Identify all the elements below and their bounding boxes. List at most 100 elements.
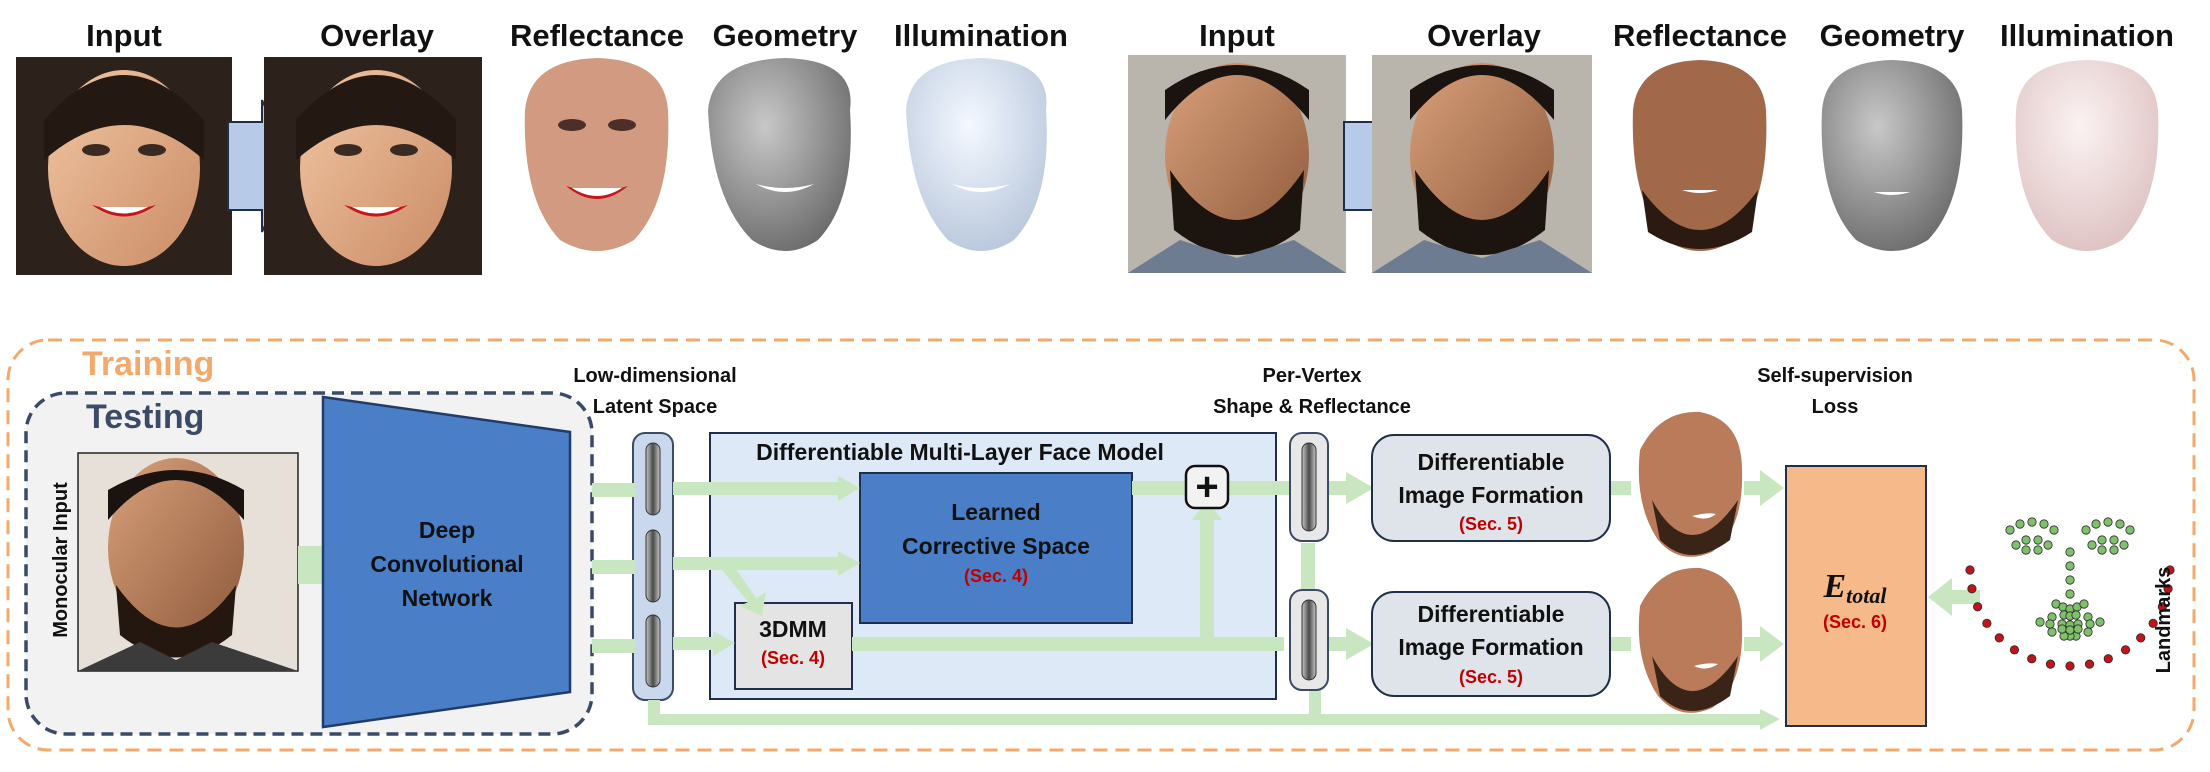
header-geometry-1: Geometry [713,18,858,53]
landmark-dot [2081,525,2091,535]
image-formation-1-ref: (Sec. 5) [1459,514,1523,534]
landmark-dot [2065,547,2075,557]
header-input-2: Input [1199,18,1275,53]
landmark-dot [2039,519,2049,529]
landmark-dot [2087,540,2097,550]
image-formation-1-line1: Differentiable [1418,449,1565,475]
landmark-dot [2115,519,2125,529]
landmark-dot [1973,602,1983,612]
3dmm-ref: (Sec. 4) [761,648,825,668]
latent-code-1 [645,442,661,516]
loss-label-line2: Loss [1812,396,1859,418]
landmark-dot [2049,525,2059,535]
corrective-space-box [859,472,1133,624]
landmark-dot [2065,561,2075,571]
landmark-dot [2079,599,2089,609]
landmark-dot [1994,633,2004,643]
image-formation-box-2 [1371,591,1611,697]
corrective-label-line2: Corrective Space [902,533,1090,559]
landmark-dot [2095,617,2105,627]
corrective-label-line1: Learned [951,499,1040,525]
loss-ref: (Sec. 6) [1823,612,1887,632]
example2-reflectance-face [1632,60,1767,251]
training-label: Training [82,345,214,383]
landmark-dot [2021,535,2031,545]
loss-symbol: Etotal [1822,568,1887,608]
image-formation-2-line2: Image Formation [1398,634,1583,660]
landmark-dot [2033,545,2043,555]
landmark-dot [2047,627,2057,637]
landmark-dot [2065,589,2075,599]
image-formation-1-line2: Image Formation [1398,482,1583,508]
image-formation-2-line1: Differentiable [1418,601,1565,627]
landmark-dot [2120,645,2131,655]
cnn-label-line1: Deep [419,517,475,543]
example2-illumination-face [2015,60,2159,251]
landmark-dot [2045,619,2055,629]
cnn-block [321,395,572,729]
landmark-dot [2103,517,2113,527]
landmark-dot [2157,602,2167,612]
header-overlay-1: Overlay [320,18,435,53]
landmark-dot [2065,625,2075,635]
loss-label-line1: Self-supervision [1757,365,1913,387]
landmark-dot [1967,584,1977,594]
latent-label-line1: Low-dimensional [573,365,736,387]
3dmm-label: 3DMM [759,616,827,642]
example1-illumination-face [906,58,1047,251]
monocular-input-label: Monocular Input [50,482,72,638]
landmark-dot [2071,610,2081,620]
example1-input-photo [16,57,232,275]
landmark-dot [2011,540,2021,550]
connectors [592,470,1980,730]
landmark-dot [2065,575,2075,585]
face-model-title: Differentiable Multi-Layer Face Model [756,439,1164,465]
testing-label: Testing [86,398,204,436]
latent-code-3 [645,614,661,688]
landmark-dot [2148,618,2158,628]
landmark-dot [2103,654,2113,664]
rendered-face-bottom [1638,567,1743,713]
landmark-dot [2033,535,2043,545]
landmarks-dots [1965,517,2175,671]
landmark-dot [2163,584,2173,594]
header-illumination-2: Illumination [2000,18,2174,53]
landmark-dot [2005,525,2015,535]
loss-symbol-subscript: total [1846,583,1887,608]
landmark-dot [2073,624,2083,634]
example2-input-photo [1128,55,1346,273]
landmarks-label: Landmarks [2153,567,2175,674]
header-reflectance-1: Reflectance [510,18,684,53]
landmark-dot [2165,565,2175,575]
landmark-dot [2091,519,2101,529]
landmark-dot [2097,535,2107,545]
loss-symbol-main: E [1822,568,1846,605]
example1-reflectance-face [524,58,669,251]
image-formation-box-1 [1371,434,1611,542]
cnn-label-line3: Network [402,585,493,611]
rendered-face-top [1638,411,1743,557]
landmark-dot [2084,659,2095,669]
landmark-dot [1982,618,1992,628]
cnn-label-line2: Convolutional [370,551,523,577]
corrective-ref: (Sec. 4) [964,566,1028,586]
landmark-dot [2125,525,2135,535]
example2-overlay-photo [1372,55,1592,273]
per-vertex-code-bottom [1301,599,1317,681]
per-vertex-code-top [1301,442,1317,532]
header-input-1: Input [86,18,162,53]
header-geometry-2: Geometry [1820,18,1965,53]
landmark-dot [2045,659,2056,669]
landmark-dot [2109,545,2119,555]
monocular-input-photo [77,452,299,672]
training-frame [6,338,2196,752]
image-formation-2-ref: (Sec. 5) [1459,667,1523,687]
landmark-dot [1965,565,1975,575]
landmark-dot [2035,617,2045,627]
per-vertex-label-line1: Per-Vertex [1263,365,1362,387]
loss-box [1785,465,1927,727]
plus-symbol: + [1195,465,1218,509]
landmark-dot [2043,540,2053,550]
